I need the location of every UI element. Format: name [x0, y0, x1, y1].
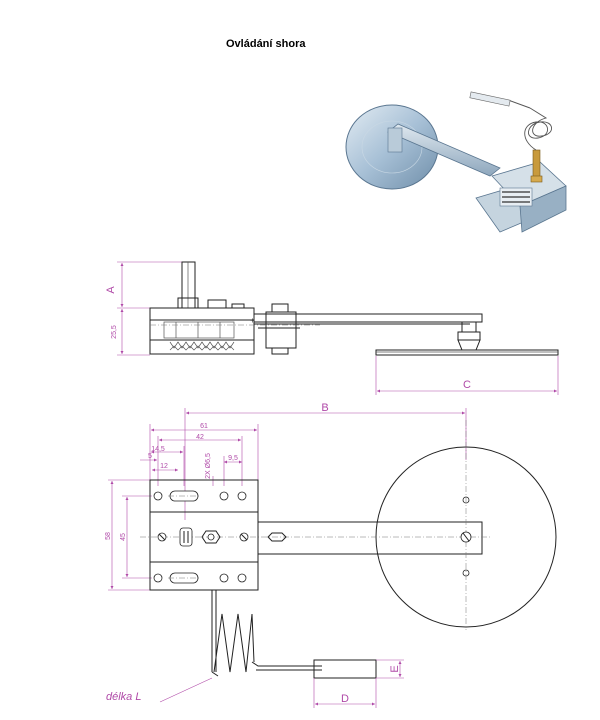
- dim-5: 5: [148, 453, 152, 460]
- svg-text:+: +: [250, 316, 255, 325]
- dim-D: D: [341, 693, 349, 705]
- dim-61: 61: [200, 423, 208, 430]
- dim-12: 12: [160, 463, 168, 470]
- dim-A: A: [105, 286, 117, 294]
- top-view: B 61 42 14,5 5 12 2X Ø6,5 9,5 58: [105, 402, 557, 708]
- side-view: A 25,5 +: [105, 261, 559, 395]
- side-clamp: [265, 311, 297, 349]
- photo-shaft: [532, 149, 541, 181]
- dim-9-5: 9,5: [228, 455, 238, 462]
- side-arm: [253, 313, 483, 323]
- side-disc: [375, 349, 559, 356]
- dim-B: B: [321, 402, 328, 414]
- dim-42: 42: [196, 434, 204, 441]
- page-title: Ovládání shora: [226, 38, 306, 50]
- photo-sensor-bulb: [469, 91, 511, 107]
- dim-E: E: [389, 665, 401, 672]
- side-shaft: [181, 261, 196, 309]
- dim-14-5: 14,5: [151, 446, 165, 453]
- top-base: [149, 479, 259, 591]
- dim-45: 45: [120, 533, 127, 541]
- capillary-coil: [213, 613, 255, 673]
- dim-58: 58: [105, 532, 112, 540]
- top-arm: [257, 521, 483, 555]
- photo-capillary-coil: [524, 107, 552, 151]
- side-body: [149, 307, 255, 355]
- dim-2x-holes: 2X Ø6,5: [205, 453, 212, 479]
- capillary-length-label: délka L: [106, 691, 141, 703]
- dim-C: C: [463, 379, 471, 391]
- product-photo: [345, 91, 567, 233]
- photo-arm: [387, 123, 501, 177]
- sensor-bulb: [313, 659, 377, 679]
- dim-25-5: 25,5: [111, 325, 118, 339]
